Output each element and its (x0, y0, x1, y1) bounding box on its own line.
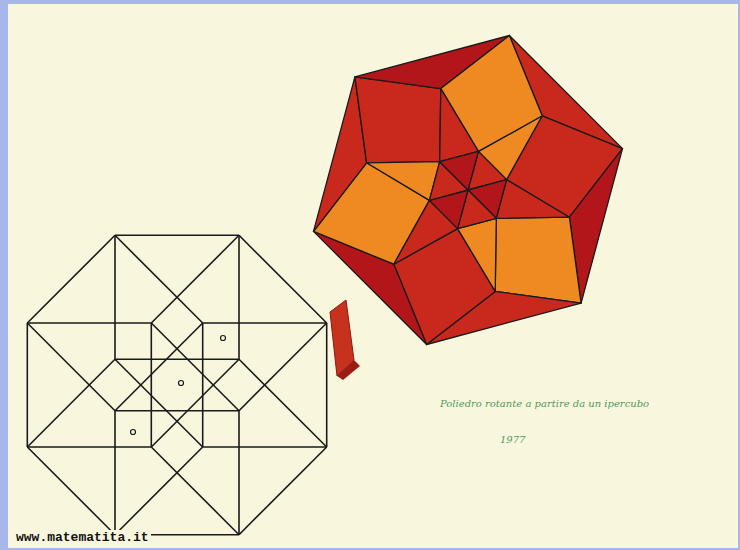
tesseract-edge (115, 235, 239, 237)
tesseract-edge (114, 235, 116, 359)
tesseract-edge (151, 323, 153, 447)
tesseract-edge (151, 235, 239, 323)
tesseract-edge (203, 446, 327, 448)
painted-polyhedron (314, 36, 623, 345)
polyhedron-face (440, 151, 479, 190)
point-mark (131, 430, 136, 435)
tesseract-edge (27, 323, 115, 411)
tesseract-edge (151, 447, 239, 535)
point-marks (131, 336, 226, 435)
polyhedron-face (355, 77, 441, 163)
tesseract-edge (27, 447, 115, 535)
polyhedron-face (496, 180, 569, 219)
tesseract-edge (27, 235, 115, 323)
tesseract-edge (326, 323, 328, 447)
tesseract-edge (115, 359, 203, 447)
polyhedron-face (495, 217, 581, 303)
tesseract-edge (115, 447, 203, 535)
signature-date: 1977 (500, 434, 525, 445)
polyhedron-face (458, 218, 497, 291)
tesseract-edge (115, 410, 239, 412)
tesseract-edge (239, 235, 327, 323)
watermark: www.matematita.it (14, 530, 151, 545)
tesseract-edge (151, 323, 239, 411)
tesseract-edge (27, 322, 151, 324)
tesseract-edge (238, 411, 240, 535)
polyhedron-face (440, 89, 479, 162)
tesseract-edge (27, 446, 151, 448)
tesseract-edge (115, 235, 203, 323)
tesseract-edge (151, 359, 239, 447)
point-mark (179, 381, 184, 386)
tesseract-edge (115, 358, 239, 360)
tesseract-edge (239, 359, 327, 447)
tesseract-edge (239, 323, 327, 411)
point-mark (221, 336, 226, 341)
tesseract-edge (203, 322, 327, 324)
polyhedron-face (367, 162, 440, 201)
handwritten-note: Poliedro rotante a partire da un ipercub… (440, 398, 649, 409)
tesseract-edge (202, 323, 204, 447)
tesseract-drawing (27, 235, 326, 534)
tesseract-edge (114, 411, 116, 535)
projecting-bar-end (337, 360, 360, 380)
tesseract-edge (115, 323, 203, 411)
tesseract-edge (238, 235, 240, 359)
tesseract-edge (239, 447, 327, 535)
tesseract-edge (26, 323, 28, 447)
tesseract-edge (27, 359, 115, 447)
